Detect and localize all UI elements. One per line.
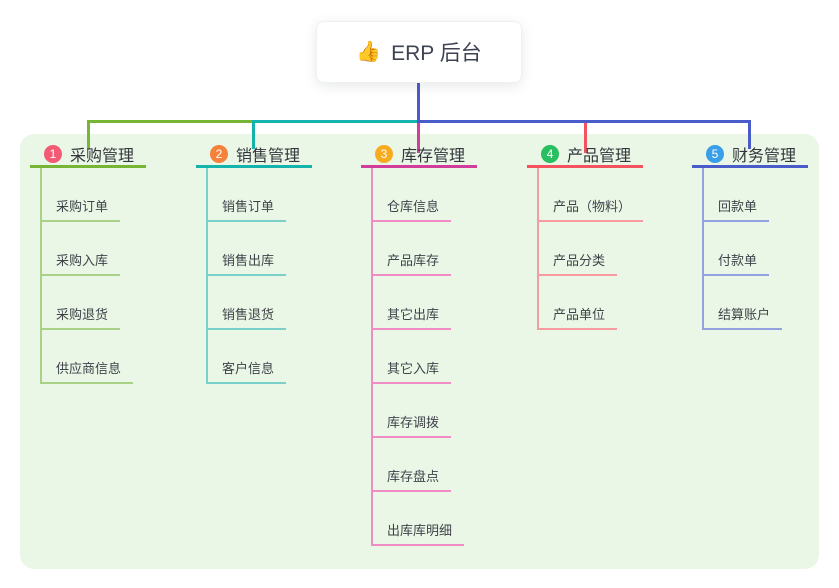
child-node-row: 销售出库 xyxy=(206,222,312,276)
branch-title-node[interactable]: 4 产品管理 xyxy=(527,144,643,168)
child-node[interactable]: 产品（物料） xyxy=(537,196,644,222)
branch-children: 回款单付款单结算账户 xyxy=(702,168,808,330)
branch: 1 采购管理 采购订单采购入库采购退货供应商信息 xyxy=(30,144,146,384)
child-node[interactable]: 产品单位 xyxy=(537,304,618,330)
child-node[interactable]: 其它入库 xyxy=(371,358,452,384)
root-node-label: ERP 后台 xyxy=(391,42,482,65)
branch-number-badge: 3 xyxy=(375,144,393,163)
child-node-row: 库存盘点 xyxy=(371,438,477,492)
child-node[interactable]: 库存调拨 xyxy=(371,412,452,438)
bus-segment xyxy=(417,120,751,123)
child-node-row: 产品单位 xyxy=(537,276,643,330)
branch-title-node[interactable]: 3 库存管理 xyxy=(361,144,477,168)
branch: 4 产品管理 产品（物料） 产品分类产品单位 xyxy=(527,144,644,330)
child-node-row: 采购退货 xyxy=(40,276,146,330)
branch-children: 产品（物料） 产品分类产品单位 xyxy=(537,168,644,330)
branch-drop-line xyxy=(584,123,587,153)
branch: 3 库存管理 仓库信息产品库存其它出库其它入库库存调拨库存盘点出库库明细 xyxy=(361,144,477,546)
child-node[interactable]: 仓库信息 xyxy=(371,196,452,222)
bus-segment xyxy=(252,120,420,123)
child-node-row: 采购订单 xyxy=(40,168,146,222)
thumbs-up-icon: 👍 xyxy=(356,41,382,63)
branch-children: 仓库信息产品库存其它出库其它入库库存调拨库存盘点出库库明细 xyxy=(371,168,477,546)
branch-children: 销售订单销售出库销售退货客户信息 xyxy=(206,168,312,384)
bus-segment xyxy=(87,120,255,123)
branch-label: 产品管理 xyxy=(567,147,632,165)
child-node[interactable]: 付款单 xyxy=(702,250,770,276)
branch-title-node[interactable]: 1 采购管理 xyxy=(30,144,146,168)
branch-number-badge: 2 xyxy=(210,144,228,163)
child-node[interactable]: 产品分类 xyxy=(537,250,618,276)
branch-drop-line xyxy=(252,123,255,149)
child-node[interactable]: 采购订单 xyxy=(40,196,121,222)
child-node[interactable]: 结算账户 xyxy=(702,304,783,330)
branch-label: 销售管理 xyxy=(236,147,301,165)
child-node-row: 销售退货 xyxy=(206,276,312,330)
child-node-row: 库存调拨 xyxy=(371,384,477,438)
child-node[interactable]: 产品库存 xyxy=(371,250,452,276)
child-node-row: 产品库存 xyxy=(371,222,477,276)
branch-number-badge: 4 xyxy=(541,144,559,163)
child-node[interactable]: 回款单 xyxy=(702,196,770,222)
child-node[interactable]: 销售出库 xyxy=(206,250,287,276)
child-node[interactable]: 客户信息 xyxy=(206,358,287,384)
child-node-row: 客户信息 xyxy=(206,330,312,384)
branch-drop-line xyxy=(417,123,420,153)
branch-number-badge: 5 xyxy=(706,144,724,163)
child-node[interactable]: 采购入库 xyxy=(40,250,121,276)
child-node-row: 其它入库 xyxy=(371,330,477,384)
child-node[interactable]: 库存盘点 xyxy=(371,466,452,492)
root-connector-line xyxy=(417,83,420,123)
child-node-row: 供应商信息 xyxy=(40,330,146,384)
branch-title-node[interactable]: 2 销售管理 xyxy=(196,144,312,168)
child-node[interactable]: 供应商信息 xyxy=(40,358,134,384)
child-node-row: 采购入库 xyxy=(40,222,146,276)
child-node-row: 出库库明细 xyxy=(371,492,477,546)
root-node[interactable]: 👍 ERP 后台 xyxy=(316,21,522,83)
branch-title-node[interactable]: 5 财务管理 xyxy=(692,144,808,168)
branch-label: 财务管理 xyxy=(732,147,797,165)
child-node-row: 付款单 xyxy=(702,222,808,276)
child-node[interactable]: 销售退货 xyxy=(206,304,287,330)
branch-number-badge: 1 xyxy=(44,144,62,163)
branch-drop-line xyxy=(748,123,751,149)
branch-drop-line xyxy=(87,123,90,149)
child-node-row: 仓库信息 xyxy=(371,168,477,222)
child-node-row: 销售订单 xyxy=(206,168,312,222)
child-node-row: 产品分类 xyxy=(537,222,643,276)
child-node-row: 其它出库 xyxy=(371,276,477,330)
child-node-row: 结算账户 xyxy=(702,276,808,330)
branch: 2 销售管理 销售订单销售出库销售退货客户信息 xyxy=(196,144,312,384)
branch-children: 采购订单采购入库采购退货供应商信息 xyxy=(40,168,146,384)
branches-panel xyxy=(20,134,819,569)
branch-label: 采购管理 xyxy=(70,147,135,165)
child-node[interactable]: 其它出库 xyxy=(371,304,452,330)
child-node[interactable]: 采购退货 xyxy=(40,304,121,330)
branch: 5 财务管理 回款单付款单结算账户 xyxy=(692,144,808,330)
child-node[interactable]: 出库库明细 xyxy=(371,520,465,546)
child-node[interactable]: 销售订单 xyxy=(206,196,287,222)
child-node-row: 产品（物料） xyxy=(537,168,644,222)
child-node-row: 回款单 xyxy=(702,168,808,222)
branch-label: 库存管理 xyxy=(401,147,466,165)
